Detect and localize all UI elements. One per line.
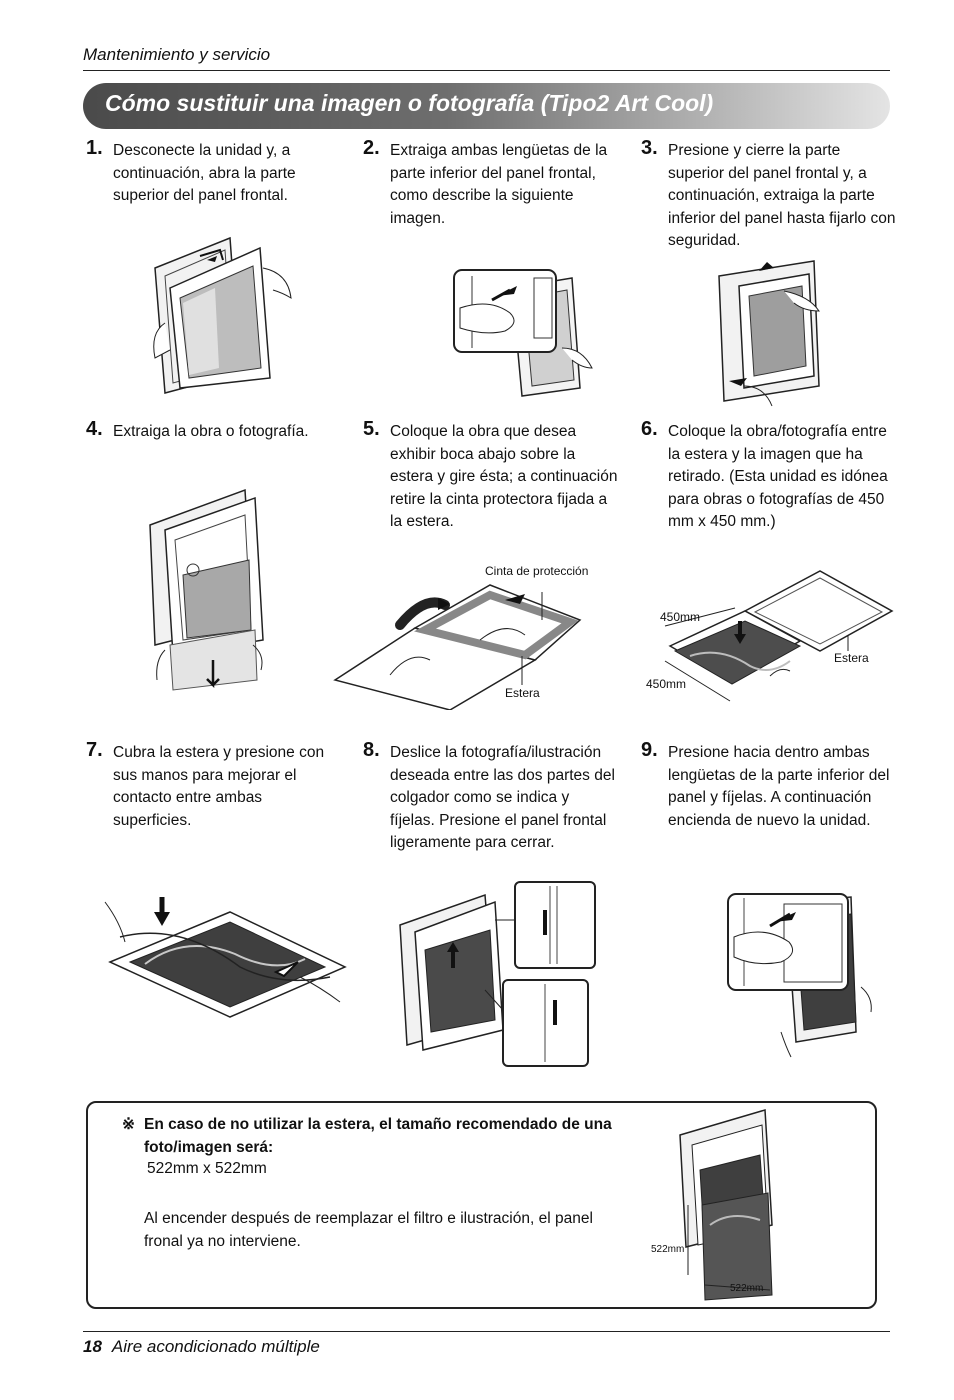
- note-bold-text: En caso de no utilizar la estera, el tam…: [144, 1116, 612, 1156]
- label-estera-5: Estera: [505, 686, 540, 700]
- step-number: 6.: [641, 418, 658, 440]
- step-number: 5.: [363, 418, 380, 440]
- figure-step-1: [145, 228, 305, 398]
- footer-title: Aire acondicionado múltiple: [111, 1337, 320, 1356]
- step-number: 4.: [86, 418, 103, 440]
- step-number: 8.: [363, 739, 380, 761]
- figure-step-3: [714, 256, 834, 412]
- section-header: Mantenimiento y servicio: [83, 45, 271, 64]
- note-box: [86, 1101, 877, 1309]
- footer: 18 Aire acondicionado múltiple: [83, 1337, 320, 1357]
- step-number: 7.: [86, 739, 103, 761]
- figure-step-6: [660, 566, 900, 716]
- label-cinta: Cinta de protección: [485, 564, 589, 578]
- figure-step-2: [452, 268, 612, 398]
- step-text: Cubra la estera y presione con sus manos…: [113, 744, 325, 829]
- step-number: 9.: [641, 739, 658, 761]
- page-title: Cómo sustituir una imagen o fotografía (…: [105, 90, 714, 116]
- step-text: Coloque la obra/fotografía entre la este…: [668, 423, 888, 531]
- figure-step-4: [145, 480, 275, 700]
- step-number: 3.: [641, 137, 658, 159]
- label-450-bottom: 450mm: [646, 677, 687, 691]
- label-522-bottom: 522mm: [730, 1283, 764, 1294]
- step-text: Presione y cierre la parte superior del …: [668, 142, 896, 250]
- footer-rule: [83, 1331, 890, 1332]
- step-text: Extraiga ambas lengüetas de la parte inf…: [390, 142, 608, 227]
- note-paragraph: Al encender después de reemplazar el fil…: [144, 1210, 593, 1250]
- step-number: 2.: [363, 137, 380, 159]
- step-text: Extraiga la obra o fotografía.: [113, 423, 309, 440]
- figure-note: [650, 1105, 780, 1305]
- step-number: 1.: [86, 137, 103, 159]
- title-bar: Cómo sustituir una imagen o fotografía (…: [83, 83, 890, 129]
- header-rule: [83, 70, 890, 71]
- page-number: 18: [83, 1337, 102, 1356]
- figure-step-9: [726, 892, 886, 1062]
- step-text: Desconecte la unidad y, a continuación, …: [113, 142, 296, 205]
- step-text: Presione hacia dentro ambas lengüetas de…: [668, 744, 890, 829]
- figure-step-8: [395, 880, 600, 1070]
- note-size: 522mm x 522mm: [147, 1160, 267, 1177]
- step-text: Coloque la obra que desea exhibir boca a…: [390, 423, 618, 531]
- note-symbol: ※: [122, 1116, 135, 1133]
- label-522-left: 522mm: [651, 1244, 685, 1255]
- label-450-top: 450mm: [660, 610, 701, 624]
- figure-step-5: [330, 580, 590, 710]
- figure-step-7: [100, 892, 350, 1022]
- label-estera-6: Estera: [834, 651, 869, 665]
- step-text: Deslice la fotografía/ilustración desead…: [390, 744, 615, 852]
